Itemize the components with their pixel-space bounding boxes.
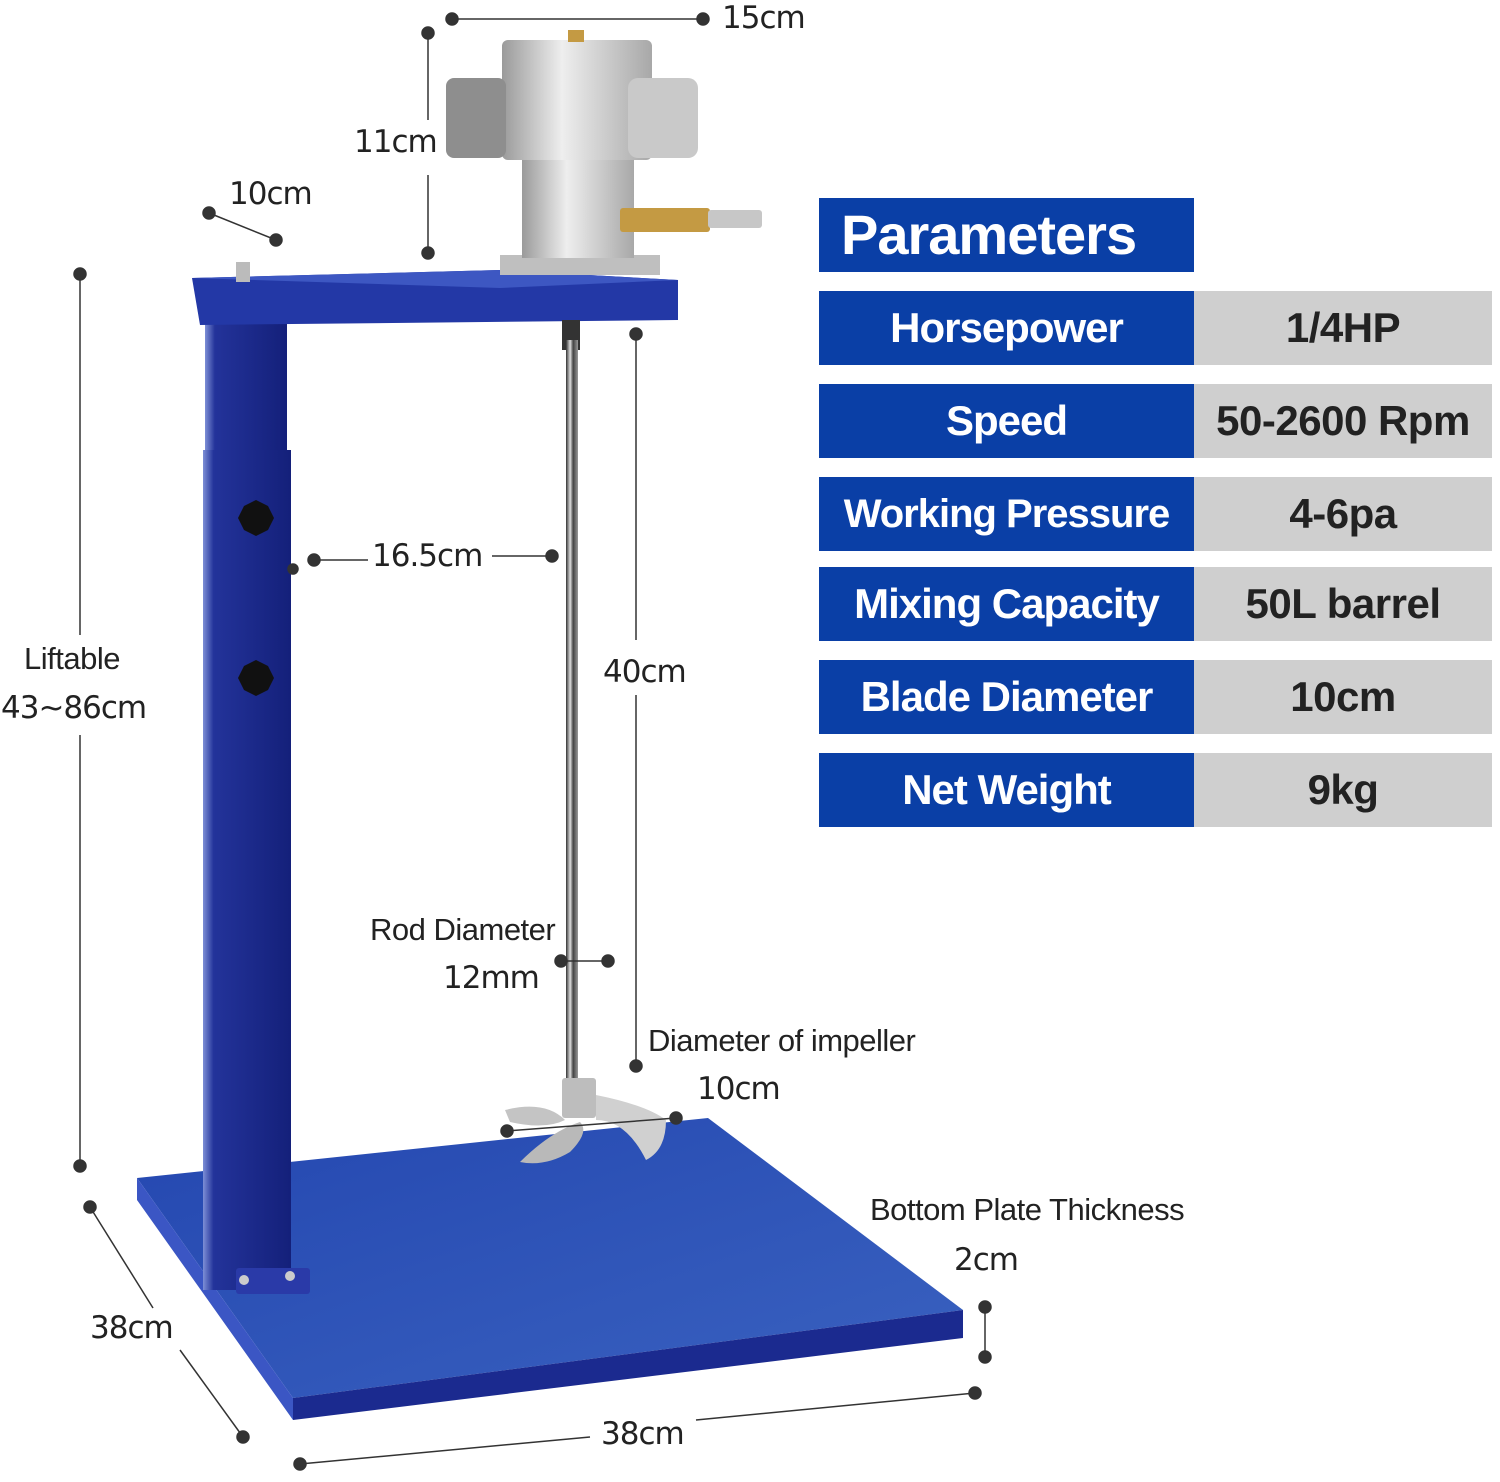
param-value: 50-2600 Rpm: [1194, 384, 1492, 458]
rod-length-label: 40cm: [603, 654, 687, 690]
liftable-label: Liftable: [24, 641, 120, 676]
motor-height-label: 11cm: [354, 124, 438, 160]
param-key: Blade Diameter: [819, 660, 1194, 734]
impeller-diameter-label: Diameter of impeller: [648, 1023, 916, 1058]
air-motor: [446, 30, 762, 275]
param-row-working-pressure: Working Pressure 4-6pa: [819, 477, 1492, 551]
param-row-mixing-capacity: Mixing Capacity 50L barrel: [819, 567, 1492, 641]
rod-diameter-value: 12mm: [443, 960, 540, 996]
liftable-range-label: 43~86cm: [1, 690, 147, 726]
param-value: 50L barrel: [1194, 567, 1492, 641]
motor-width-label: 15cm: [722, 0, 806, 36]
param-value: 9kg: [1194, 753, 1492, 827]
plate-depth-label: 38cm: [90, 1310, 174, 1346]
rod-diameter-label: Rod Diameter: [370, 912, 556, 947]
param-key: Working Pressure: [819, 477, 1194, 551]
param-value: 4-6pa: [1194, 477, 1492, 551]
param-row-net-weight: Net Weight 9kg: [819, 753, 1492, 827]
param-key: Speed: [819, 384, 1194, 458]
param-key: Horsepower: [819, 291, 1194, 365]
column: [203, 318, 310, 1294]
param-value: 10cm: [1194, 660, 1492, 734]
arm-depth-label: 10cm: [229, 176, 313, 212]
arm-reach-label: 16.5cm: [372, 538, 483, 574]
param-key: Net Weight: [819, 753, 1194, 827]
locking-knobs: [238, 500, 274, 696]
param-value: 1/4HP: [1194, 291, 1492, 365]
param-key: Mixing Capacity: [819, 567, 1194, 641]
mixing-rod: [505, 320, 666, 1164]
impeller-diameter-value: 10cm: [697, 1071, 781, 1107]
param-row-horsepower: Horsepower 1/4HP: [819, 291, 1492, 365]
dimension-lines: [73, 12, 992, 1471]
plate-thickness-label: Bottom Plate Thickness: [870, 1192, 1185, 1227]
base-plate: [137, 1118, 963, 1420]
param-row-blade-diameter: Blade Diameter 10cm: [819, 660, 1492, 734]
plate-thickness-value: 2cm: [954, 1242, 1019, 1278]
param-row-speed: Speed 50-2600 Rpm: [819, 384, 1492, 458]
parameters-title: Parameters: [819, 198, 1194, 272]
plate-width-label: 38cm: [601, 1416, 685, 1452]
